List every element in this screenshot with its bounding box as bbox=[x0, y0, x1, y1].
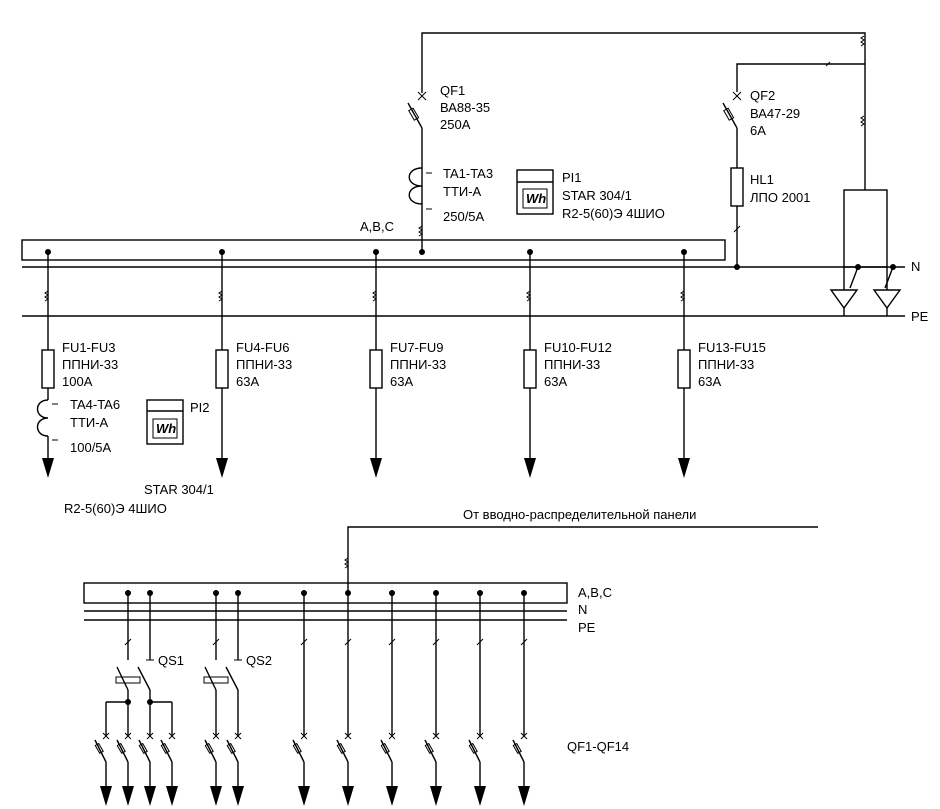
fuse-2-rating: 63A bbox=[236, 374, 259, 389]
fuse-fu1 bbox=[41, 349, 55, 389]
cable-mark bbox=[860, 115, 865, 127]
meter-pi2-id: PI2 bbox=[190, 400, 210, 415]
meter-pi1-spec: R2-5(60)Э 4ШИО bbox=[562, 206, 665, 221]
cable-mark bbox=[418, 225, 423, 237]
fuse-4-rating: 63A bbox=[544, 374, 567, 389]
main-panel: N PE A,B,C QF1 ВА88-35 250A TA1-TA3 ТТИ-… bbox=[21, 32, 929, 516]
cable-mark bbox=[344, 557, 349, 569]
feeder-ct-id: TA4-TA6 bbox=[70, 397, 120, 412]
wh-icon: Wh bbox=[526, 191, 546, 206]
fuse-2-id: FU4-FU6 bbox=[236, 340, 289, 355]
qf1-id: QF1 bbox=[440, 83, 465, 98]
main-ct-id: TA1-TA3 bbox=[443, 166, 493, 181]
outgoing-breaker bbox=[380, 732, 398, 806]
qf1-rating: 250A bbox=[440, 117, 471, 132]
feeder-4 bbox=[523, 249, 537, 478]
qs1-group bbox=[105, 590, 173, 735]
meter-pi2-model: STAR 304/1 bbox=[144, 482, 214, 497]
lamp-hl1 bbox=[730, 167, 744, 207]
meter-pi2: Wh bbox=[146, 399, 184, 445]
main-ct-ratio: 250/5A bbox=[443, 209, 485, 224]
feeder-ct-coil bbox=[36, 399, 49, 437]
fuse-3-model: ППНИ-33 bbox=[390, 357, 446, 372]
outgoing-breaker bbox=[160, 732, 178, 806]
meter-pi1-id: PI1 bbox=[562, 170, 582, 185]
meter-pi2-spec: R2-5(60)Э 4ШИО bbox=[64, 501, 167, 516]
fuse-5-rating: 63A bbox=[698, 374, 721, 389]
fuse-1-rating: 100A bbox=[62, 374, 93, 389]
panel2-pe-label: PE bbox=[578, 620, 596, 635]
fuse-5-model: ППНИ-33 bbox=[698, 357, 754, 372]
outgoing-breaker bbox=[138, 732, 156, 806]
feeder-2 bbox=[215, 249, 229, 478]
phase-busbar bbox=[21, 239, 726, 261]
surge-arresters bbox=[829, 189, 902, 316]
qs1-label: QS1 bbox=[158, 653, 184, 668]
main-ct-model: ТТИ-А bbox=[443, 184, 482, 199]
panel2-source-label: От вводно-распределительной панели bbox=[463, 507, 696, 522]
outgoing-breaker bbox=[116, 732, 134, 806]
feeder-1 bbox=[36, 249, 58, 478]
feeder-ct-model: ТТИ-А bbox=[70, 415, 109, 430]
fuse-1-model: ППНИ-33 bbox=[62, 357, 118, 372]
outgoing-breaker bbox=[204, 732, 222, 806]
pe-bus-label: PE bbox=[911, 309, 929, 324]
meter-pi1: Wh bbox=[516, 169, 554, 215]
panel2-neutral-label: N bbox=[578, 602, 587, 617]
lamp-hl1-id: HL1 bbox=[750, 172, 774, 187]
fuse-4-id: FU10-FU12 bbox=[544, 340, 612, 355]
feeder-ct-ratio: 100/5A bbox=[70, 440, 112, 455]
incoming-feed-wire bbox=[421, 32, 866, 190]
meter-pi1-model: STAR 304/1 bbox=[562, 188, 632, 203]
outgoing-breaker bbox=[226, 732, 244, 806]
qf2-supply-wire bbox=[736, 63, 865, 92]
outgoing-breaker bbox=[336, 732, 354, 806]
qf2-id: QF2 bbox=[750, 88, 775, 103]
wh-icon: Wh bbox=[156, 421, 176, 436]
fuse-1-id: FU1-FU3 bbox=[62, 340, 115, 355]
fuse-5-id: FU13-FU15 bbox=[698, 340, 766, 355]
panel2-feed-wire bbox=[347, 526, 818, 593]
outgoing-breaker bbox=[424, 732, 442, 806]
outgoing-breaker bbox=[292, 732, 310, 806]
fuse-3-id: FU7-FU9 bbox=[390, 340, 443, 355]
outgoing-breakers bbox=[94, 732, 530, 806]
qf1-model: ВА88-35 bbox=[440, 100, 490, 115]
qf2-model: ВА47-29 bbox=[750, 106, 800, 121]
main-ct-coil bbox=[408, 167, 423, 205]
lamp-hl1-model: ЛПО 2001 bbox=[750, 190, 811, 205]
fuse-3-rating: 63A bbox=[390, 374, 413, 389]
qf2-breaker bbox=[722, 91, 742, 168]
direct-branches bbox=[300, 590, 528, 735]
outgoing-breaker bbox=[512, 732, 530, 806]
qs2-group bbox=[203, 590, 242, 735]
phase-bus-label: A,B,C bbox=[360, 219, 394, 234]
qs2-label: QS2 bbox=[246, 653, 272, 668]
outgoing-breaker bbox=[468, 732, 486, 806]
qf2-rating: 6A bbox=[750, 123, 766, 138]
panel2-phase-busbar bbox=[83, 582, 568, 604]
cable-mark bbox=[44, 290, 49, 302]
feeder-3 bbox=[369, 249, 383, 478]
cable-mark bbox=[860, 35, 865, 47]
panel2-phase-label: A,B,C bbox=[578, 585, 612, 600]
distribution-panel: От вводно-распределительной панели A,B,C… bbox=[83, 507, 818, 806]
outgoing-breakers-label: QF1-QF14 bbox=[567, 739, 629, 754]
fuse-2-model: ППНИ-33 bbox=[236, 357, 292, 372]
fuse-4-model: ППНИ-33 bbox=[544, 357, 600, 372]
neutral-bus-label: N bbox=[911, 259, 920, 274]
outgoing-breaker bbox=[94, 732, 112, 806]
qf1-breaker bbox=[407, 91, 427, 168]
feeder-5 bbox=[677, 249, 691, 478]
